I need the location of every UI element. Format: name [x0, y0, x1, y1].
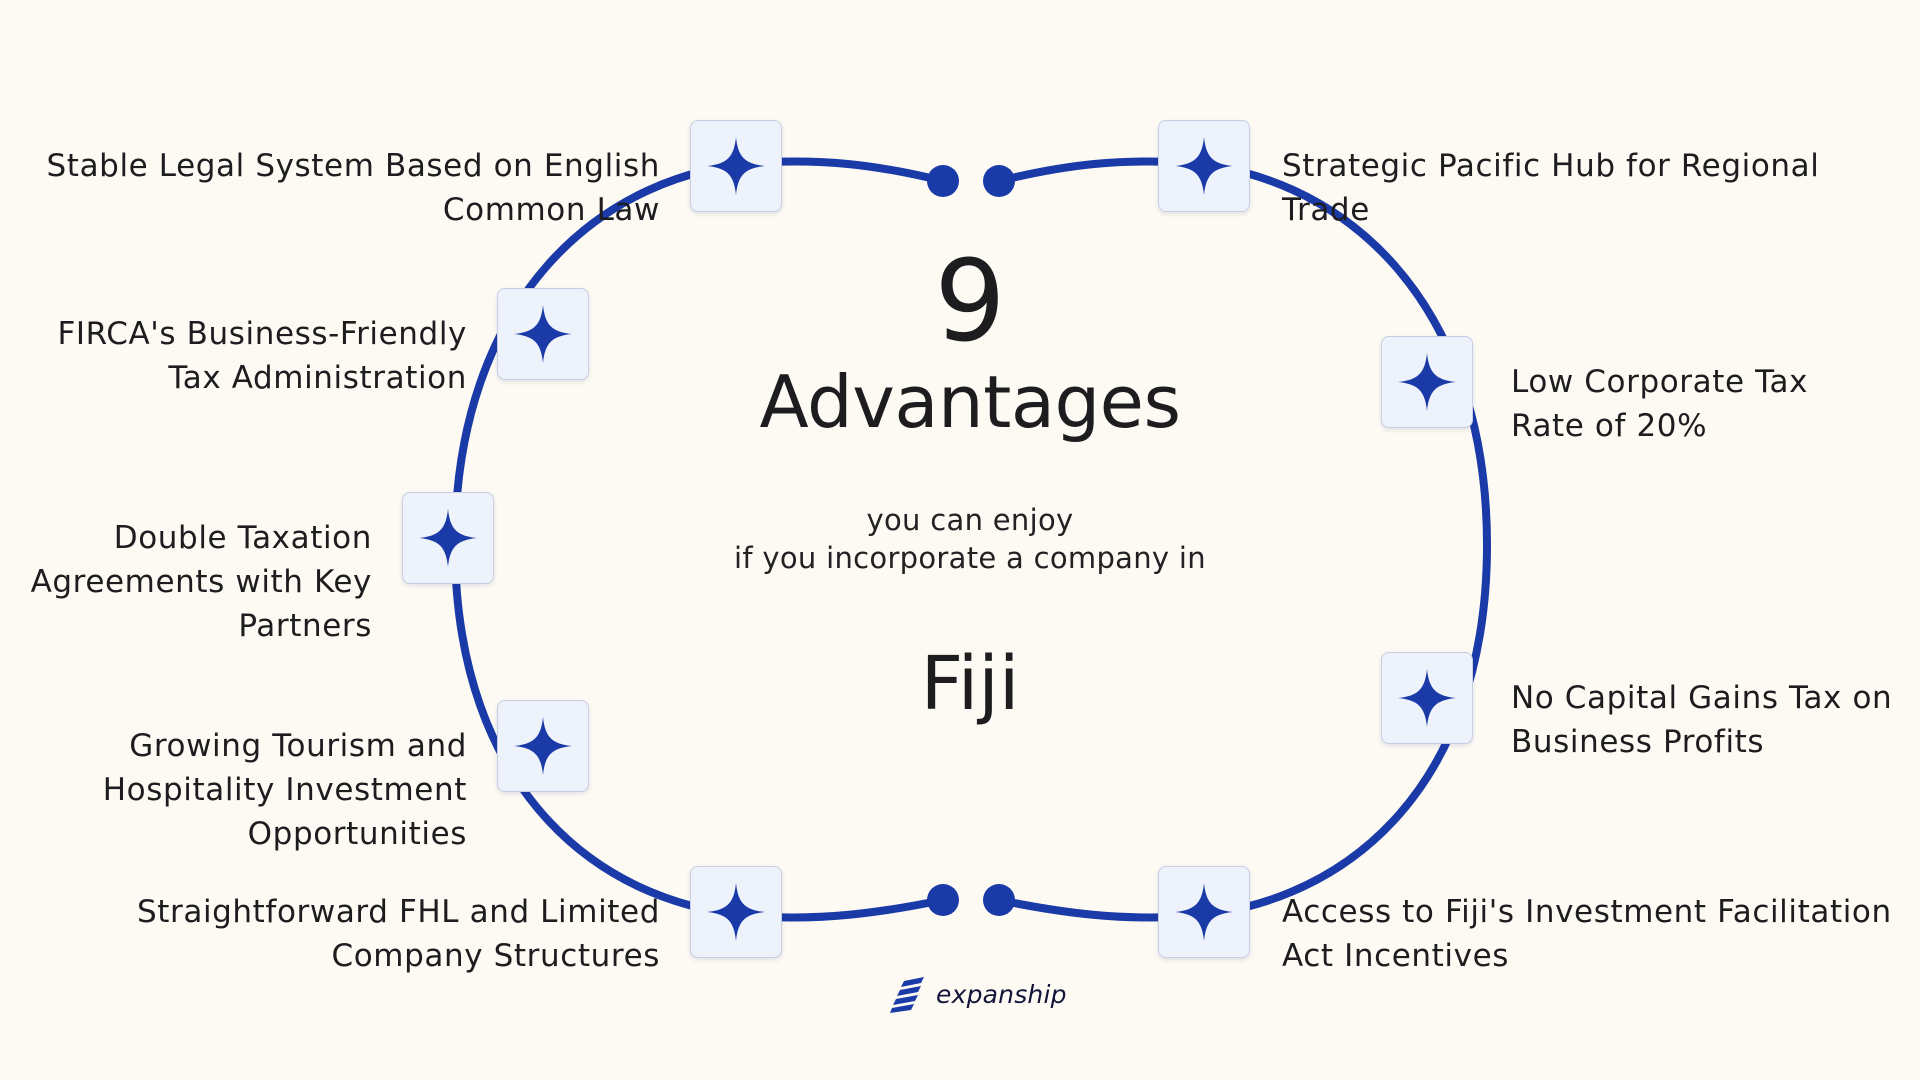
advantage-label-line: Stable Legal System Based on English — [46, 148, 660, 184]
advantage-label-line: Opportunities — [247, 816, 467, 852]
advantage-label-investment-facilitation: Access to Fiji's Investment Facilitation… — [1282, 890, 1892, 978]
advantage-label-line: Double Taxation — [113, 520, 372, 556]
advantage-label-line: FIRCA's Business-Friendly — [57, 316, 467, 352]
node-investment-facilitation — [1158, 866, 1250, 958]
node-pacific-hub — [1158, 120, 1250, 212]
advantage-label-line: Business Profits — [1511, 724, 1765, 760]
node-corporate-tax — [1381, 336, 1473, 428]
advantage-label-pacific-hub: Strategic Pacific Hub for Regional Trade — [1282, 144, 1819, 232]
node-legal-system — [690, 120, 782, 212]
advantage-label-line: Low Corporate Tax — [1511, 364, 1809, 400]
advantage-label-tax-administration: FIRCA's Business-Friendly Tax Administra… — [57, 312, 467, 400]
four-point-star-icon — [1398, 353, 1456, 411]
brand-logo: expanship — [890, 972, 1067, 1016]
advantage-label-line: Company Structures — [331, 938, 660, 974]
advantage-label-line: Act Incentives — [1282, 938, 1510, 974]
advantage-label-line: Access to Fiji's Investment Facilitation — [1282, 894, 1892, 930]
advantage-label-line: No Capital Gains Tax on — [1511, 680, 1893, 716]
advantage-label-line: Straightforward FHL and Limited — [136, 894, 660, 930]
advantage-label-line: Growing Tourism and — [129, 728, 467, 764]
advantage-label-line: Tax Administration — [168, 360, 467, 396]
four-point-star-icon — [1398, 669, 1456, 727]
advantage-label-capital-gains: No Capital Gains Tax on Business Profits — [1511, 676, 1892, 764]
four-point-star-icon — [707, 137, 765, 195]
node-tax-administration — [497, 288, 589, 380]
headline-subtitle-line1: you can enjoy — [866, 503, 1074, 537]
four-point-star-icon — [419, 509, 477, 567]
node-tourism — [497, 700, 589, 792]
advantage-label-line: Rate of 20% — [1511, 408, 1708, 444]
advantage-label-line: Trade — [1282, 192, 1370, 228]
headline-title: Advantages — [759, 360, 1181, 444]
ring-end-dot — [983, 165, 1015, 197]
advantage-label-line: Agreements with Key — [30, 564, 372, 600]
ring-end-dot — [927, 165, 959, 197]
advantage-label-tourism: Growing Tourism and Hospitality Investme… — [103, 724, 467, 856]
expanship-logo-icon — [890, 977, 924, 1013]
node-capital-gains — [1381, 652, 1473, 744]
advantage-count: 9 — [934, 237, 1006, 367]
headline-country: Fiji — [920, 641, 1020, 727]
node-double-taxation — [402, 492, 494, 584]
advantage-label-line: Common Law — [442, 192, 660, 228]
advantage-label-line: Hospitality Investment — [102, 772, 467, 808]
four-point-star-icon — [1175, 883, 1233, 941]
advantage-label-corporate-tax: Low Corporate Tax Rate of 20% — [1511, 360, 1808, 448]
advantage-label-double-taxation: Double Taxation Agreements with Key Part… — [31, 516, 372, 648]
four-point-star-icon — [514, 305, 572, 363]
advantage-label-legal-system: Stable Legal System Based on English Com… — [47, 144, 660, 232]
four-point-star-icon — [1175, 137, 1233, 195]
advantage-label-line: Partners — [238, 608, 372, 644]
advantage-label-line: Strategic Pacific Hub for Regional — [1282, 148, 1820, 184]
brand-name: expanship — [936, 979, 1067, 1009]
headline-subtitle-line2: if you incorporate a company in — [734, 541, 1206, 575]
advantage-label-company-structures: Straightforward FHL and Limited Company … — [137, 890, 660, 978]
four-point-star-icon — [707, 883, 765, 941]
four-point-star-icon — [514, 717, 572, 775]
ring-end-dot — [983, 884, 1015, 916]
node-company-structures — [690, 866, 782, 958]
ring-end-dot — [927, 884, 959, 916]
